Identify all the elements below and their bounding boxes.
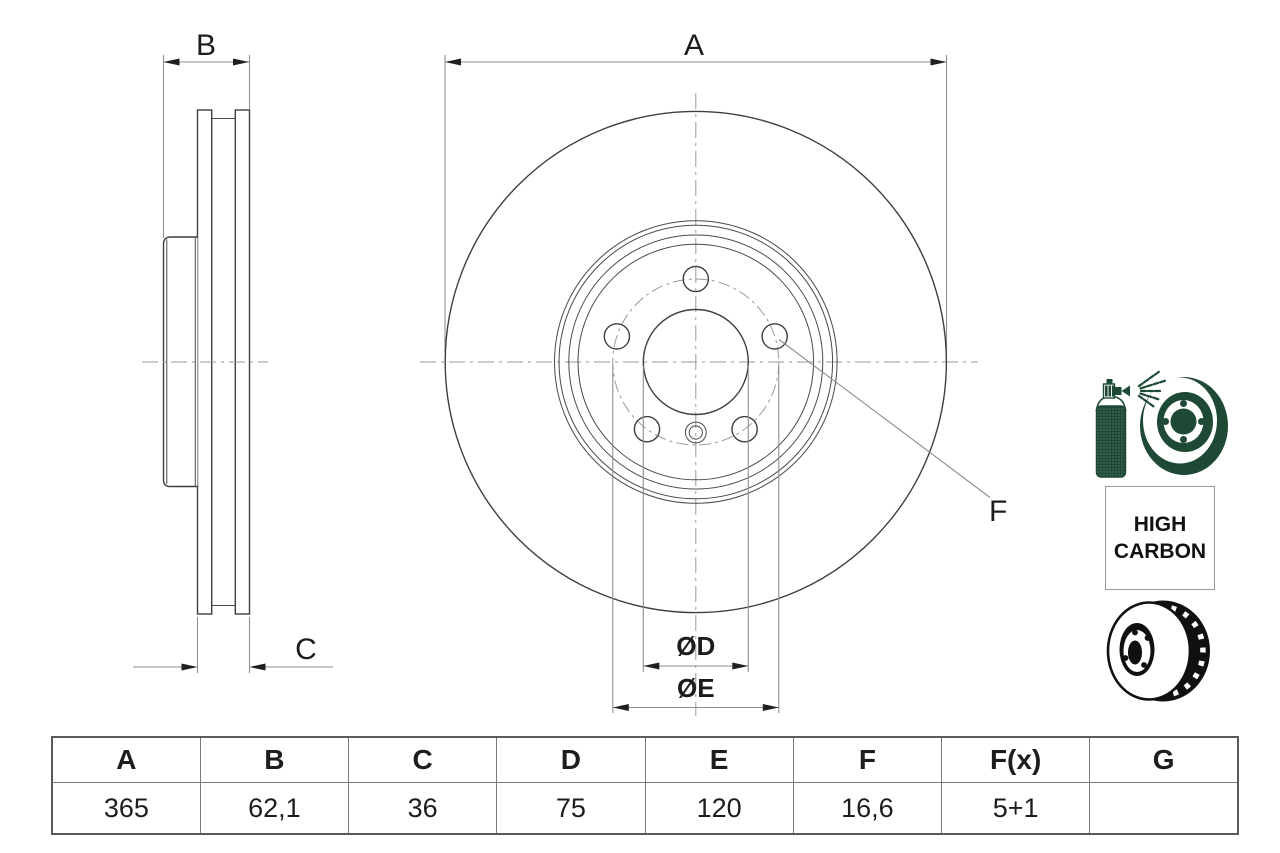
technical-drawing: B C — [133, 29, 1007, 716]
spec-col-d: D — [496, 736, 646, 783]
spec-table: A B C D E F F(x) G 365 62,1 36 75 120 16… — [51, 736, 1239, 835]
spec-col-b: B — [199, 736, 350, 783]
vent-slots — [1168, 605, 1206, 698]
dimension-label-f: F — [989, 495, 1007, 528]
spec-value-e: 120 — [644, 782, 794, 835]
spec-col-g: G — [1089, 736, 1239, 783]
spray-droplets — [1137, 370, 1166, 408]
spec-table-header-row: A B C D E F F(x) G — [51, 736, 1239, 783]
spray-can-coated-disc-icon — [1095, 370, 1228, 478]
spray-can-graphic — [1095, 370, 1166, 478]
dimension-label-b: B — [196, 29, 216, 62]
spec-value-g — [1089, 782, 1239, 835]
spec-col-a: A — [51, 736, 201, 783]
dimension-label-e: ØE — [677, 673, 715, 703]
set-screw-hole — [684, 421, 707, 444]
spec-col-c: C — [347, 736, 498, 783]
spec-value-f: 16,6 — [792, 782, 943, 835]
bolt-hole — [633, 415, 661, 443]
spec-table-value-row: 365 62,1 36 75 120 16,6 5+1 — [51, 782, 1239, 835]
side-view-drawing: B C — [133, 29, 333, 673]
spec-value-d: 75 — [496, 782, 646, 835]
high-carbon-line1: HIGH — [1133, 513, 1187, 536]
vented-brake-disc-icon — [1106, 600, 1210, 702]
coated-disc-graphic — [1140, 377, 1228, 475]
dimension-label-c: C — [295, 633, 317, 666]
high-carbon-badge: HIGH CARBON — [1105, 486, 1215, 590]
bolt-hole — [682, 265, 710, 293]
spec-value-a: 365 — [51, 782, 201, 835]
dimension-label-d: ØD — [676, 631, 715, 661]
high-carbon-line2: CARBON — [1113, 540, 1207, 563]
bolt-circle — [612, 278, 780, 446]
disc-outer-circle — [444, 110, 948, 614]
bolt-hole — [761, 323, 789, 350]
spec-col-fx: F(x) — [940, 736, 1091, 783]
dimension-label-a: A — [684, 29, 704, 62]
bolt-hole — [603, 323, 631, 350]
center-bore-circle — [642, 308, 749, 416]
spec-value-c: 36 — [347, 782, 498, 835]
spec-value-b: 62,1 — [199, 782, 350, 835]
front-view-drawing: A — [420, 29, 1007, 716]
spec-value-fx: 5+1 — [940, 782, 1091, 835]
bolt-hole — [731, 415, 758, 443]
spec-col-f: F — [792, 736, 943, 783]
spec-col-e: E — [644, 736, 794, 783]
